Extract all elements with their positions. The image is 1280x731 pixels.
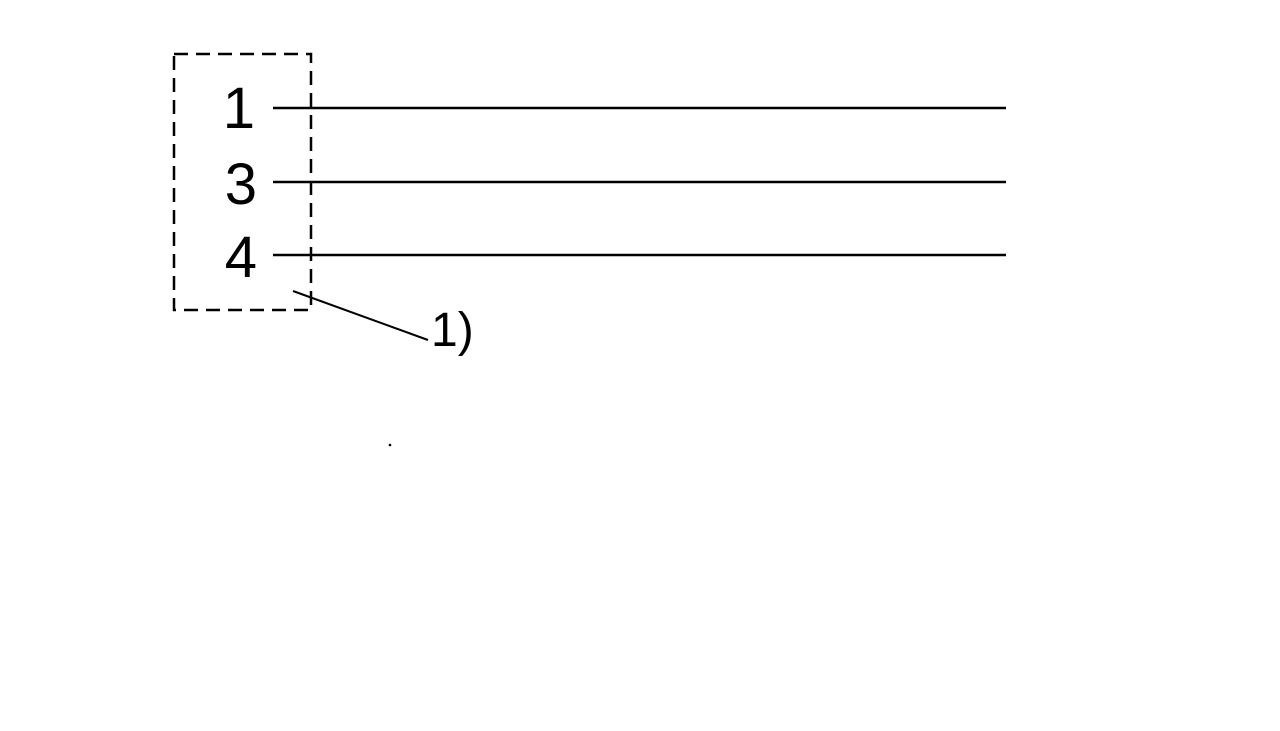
callout-leader-line (292, 290, 429, 341)
callout-label: 1) (431, 304, 474, 357)
pin-label-4: 4 (225, 225, 257, 290)
stray-dot (388, 443, 392, 447)
pin-label-3: 3 (225, 152, 257, 217)
pin-label-1: 1 (223, 76, 255, 141)
